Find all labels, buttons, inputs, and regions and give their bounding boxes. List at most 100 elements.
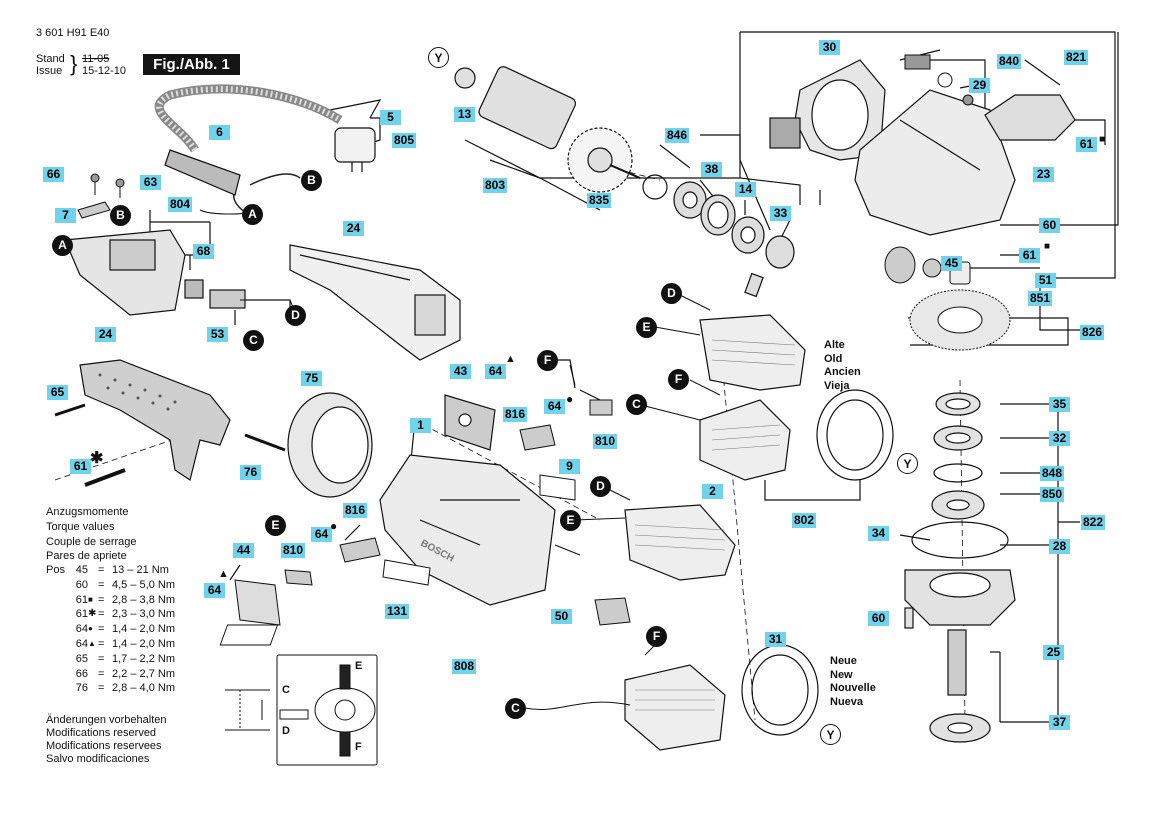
part-label: 51 <box>1035 273 1056 288</box>
old-label-fr: Ancien <box>824 366 861 378</box>
new-label-en: New <box>830 668 853 681</box>
old-labels: Alte Old Ancien Vieja <box>824 339 861 393</box>
part-label: 65 <box>47 385 68 400</box>
connector-f: F <box>646 626 667 647</box>
armature-icon <box>454 66 641 193</box>
connector-d: D <box>590 476 611 497</box>
torque-title-de: Anzugsmomente <box>46 506 129 518</box>
old-label-de: Alte <box>824 339 845 351</box>
part-label: 802 <box>792 513 817 528</box>
new-label-de: Neue <box>830 655 857 667</box>
part-label: 840 <box>997 54 1022 69</box>
part-label: 131 <box>385 604 410 619</box>
issue-value: 15-12-10 <box>82 65 127 77</box>
stand-value: 11-05 <box>82 53 110 65</box>
cable-grip-icon <box>164 149 241 196</box>
note-de: Änderungen vorbehalten <box>46 714 167 726</box>
old-label-en: Old <box>824 352 843 365</box>
part-label: 1 <box>410 418 431 433</box>
note-fr: Modifications reservees <box>46 740 162 752</box>
terminal-d: D <box>282 725 290 737</box>
torque-title-fr: Couple de serrage <box>46 535 137 548</box>
bolt-icon <box>54 403 286 487</box>
marker-y: Y <box>428 47 449 68</box>
part-label: 851 <box>1028 291 1053 306</box>
part-label: 53 <box>207 327 228 342</box>
part-label: 808 <box>452 659 477 674</box>
part-label: 34 <box>868 526 889 541</box>
part-label: 38 <box>701 162 722 177</box>
part-label: 24 <box>343 221 364 236</box>
part-label: 803 <box>483 178 508 193</box>
leader-821 <box>740 31 1116 279</box>
part-label: 816 <box>503 407 528 422</box>
gear-housing-icon <box>769 59 886 161</box>
brush-holder-icon <box>284 399 631 626</box>
torque-row: 64▲=1,4 – 2,0 Nm <box>75 637 175 650</box>
switch-assembly-icon <box>64 229 246 316</box>
new-label-es: Nueva <box>830 695 864 708</box>
torque-title-en: Torque values <box>46 520 115 533</box>
part-label: 60 <box>868 611 889 626</box>
connector-a: A <box>52 235 73 256</box>
torque-row: 65=1,7 – 2,2 Nm <box>75 652 175 665</box>
part-label: 60 <box>1039 218 1060 233</box>
gear-head-icon <box>854 89 1016 236</box>
part-label: 7 <box>55 208 76 223</box>
marker-y: Y <box>897 453 918 474</box>
flange-parts-icon <box>904 392 1016 743</box>
part-label: 810 <box>593 434 618 449</box>
fan-baffle-icon <box>287 392 373 498</box>
part-label: 31 <box>765 632 786 647</box>
part-label: 805 <box>392 133 417 148</box>
spindle-lock-icon <box>904 54 974 106</box>
part-label: 64 <box>204 583 225 598</box>
old-label-es: Vieja <box>824 379 850 392</box>
crown-gear-icon <box>909 289 1011 351</box>
document-number: 3 601 H91 E40 <box>36 27 110 39</box>
issue-label: Issue <box>36 65 63 77</box>
part-label: 5 <box>380 110 401 125</box>
part-label: 13 <box>454 107 475 122</box>
new-label-fr: Nouvelle <box>830 682 876 694</box>
part-label: 61 <box>1019 248 1040 263</box>
part-label: 816 <box>343 503 368 518</box>
part-label: 33 <box>770 206 791 221</box>
part-label: 68 <box>193 244 214 259</box>
torque-header: Anzugsmomente Torque values Couple de se… <box>46 505 137 564</box>
part-label: 66 <box>43 167 64 182</box>
note-en: Modifications reserved <box>46 727 157 739</box>
connector-d: D <box>661 283 682 304</box>
connector-e: E <box>560 510 581 531</box>
part-label: 76 <box>240 465 261 480</box>
part-label: 50 <box>551 609 572 624</box>
bearing-icon <box>642 174 795 298</box>
torque-row: 60=4,5 – 5,0 Nm <box>75 578 175 591</box>
part-label: 848 <box>1040 466 1065 481</box>
square-icon: ■ <box>1099 134 1106 145</box>
part-label: 45 <box>941 256 962 271</box>
triangle-icon: ▲ <box>218 568 229 580</box>
pos-label: Pos <box>46 564 65 576</box>
part-label: 23 <box>1033 167 1054 182</box>
stand-label: Stand <box>36 53 65 65</box>
part-label: 37 <box>1049 715 1070 730</box>
torque-title-es: Pares de apriete <box>46 550 127 563</box>
connector-c: C <box>626 394 647 415</box>
part-label: 835 <box>587 193 612 208</box>
part-label: 64 <box>544 399 565 414</box>
dot-icon: ● <box>566 392 574 406</box>
part-label: 850 <box>1040 487 1065 502</box>
cover-cap-icon <box>234 579 281 626</box>
connector-d: D <box>285 305 306 326</box>
part-label: 2 <box>702 484 723 499</box>
leader-840 <box>905 59 986 110</box>
lever-icon <box>77 201 111 219</box>
part-label: 14 <box>735 182 756 197</box>
connector-f: F <box>537 350 558 371</box>
part-label: 6 <box>209 125 230 140</box>
star-icon: ✱ <box>90 450 104 467</box>
wiring-diagram <box>225 654 378 766</box>
